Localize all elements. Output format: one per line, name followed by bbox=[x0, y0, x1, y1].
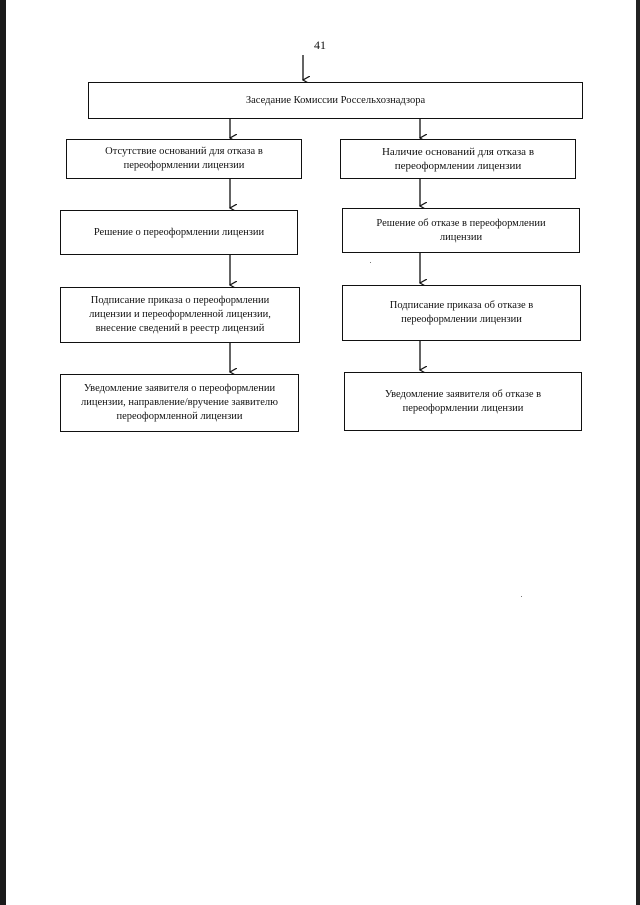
root-box: Заседание Комиссии Россельхознадзора bbox=[88, 82, 583, 119]
right-step-2-box: Решение об отказе в переоформлении лицен… bbox=[342, 208, 580, 253]
right-step-1-box: Наличие оснований для отказа в переоформ… bbox=[340, 139, 576, 179]
right-step-4-box: Уведомление заявителя об отказе в переоф… bbox=[344, 372, 582, 431]
page-number: 41 bbox=[314, 38, 326, 52]
scan-edge-left bbox=[0, 0, 6, 905]
scan-edge-right bbox=[636, 0, 640, 905]
left-step-1-box: Отсутствие оснований для отказа в переоф… bbox=[66, 139, 302, 179]
scan-speck bbox=[370, 262, 371, 263]
scan-speck bbox=[521, 596, 522, 597]
left-step-3-box: Подписание приказа о переоформлении лице… bbox=[60, 287, 300, 343]
left-step-2-box: Решение о переоформлении лицензии bbox=[60, 210, 298, 255]
right-step-3-box: Подписание приказа об отказе в переоформ… bbox=[342, 285, 581, 341]
left-step-4-box: Уведомление заявителя о переоформлении л… bbox=[60, 374, 299, 432]
